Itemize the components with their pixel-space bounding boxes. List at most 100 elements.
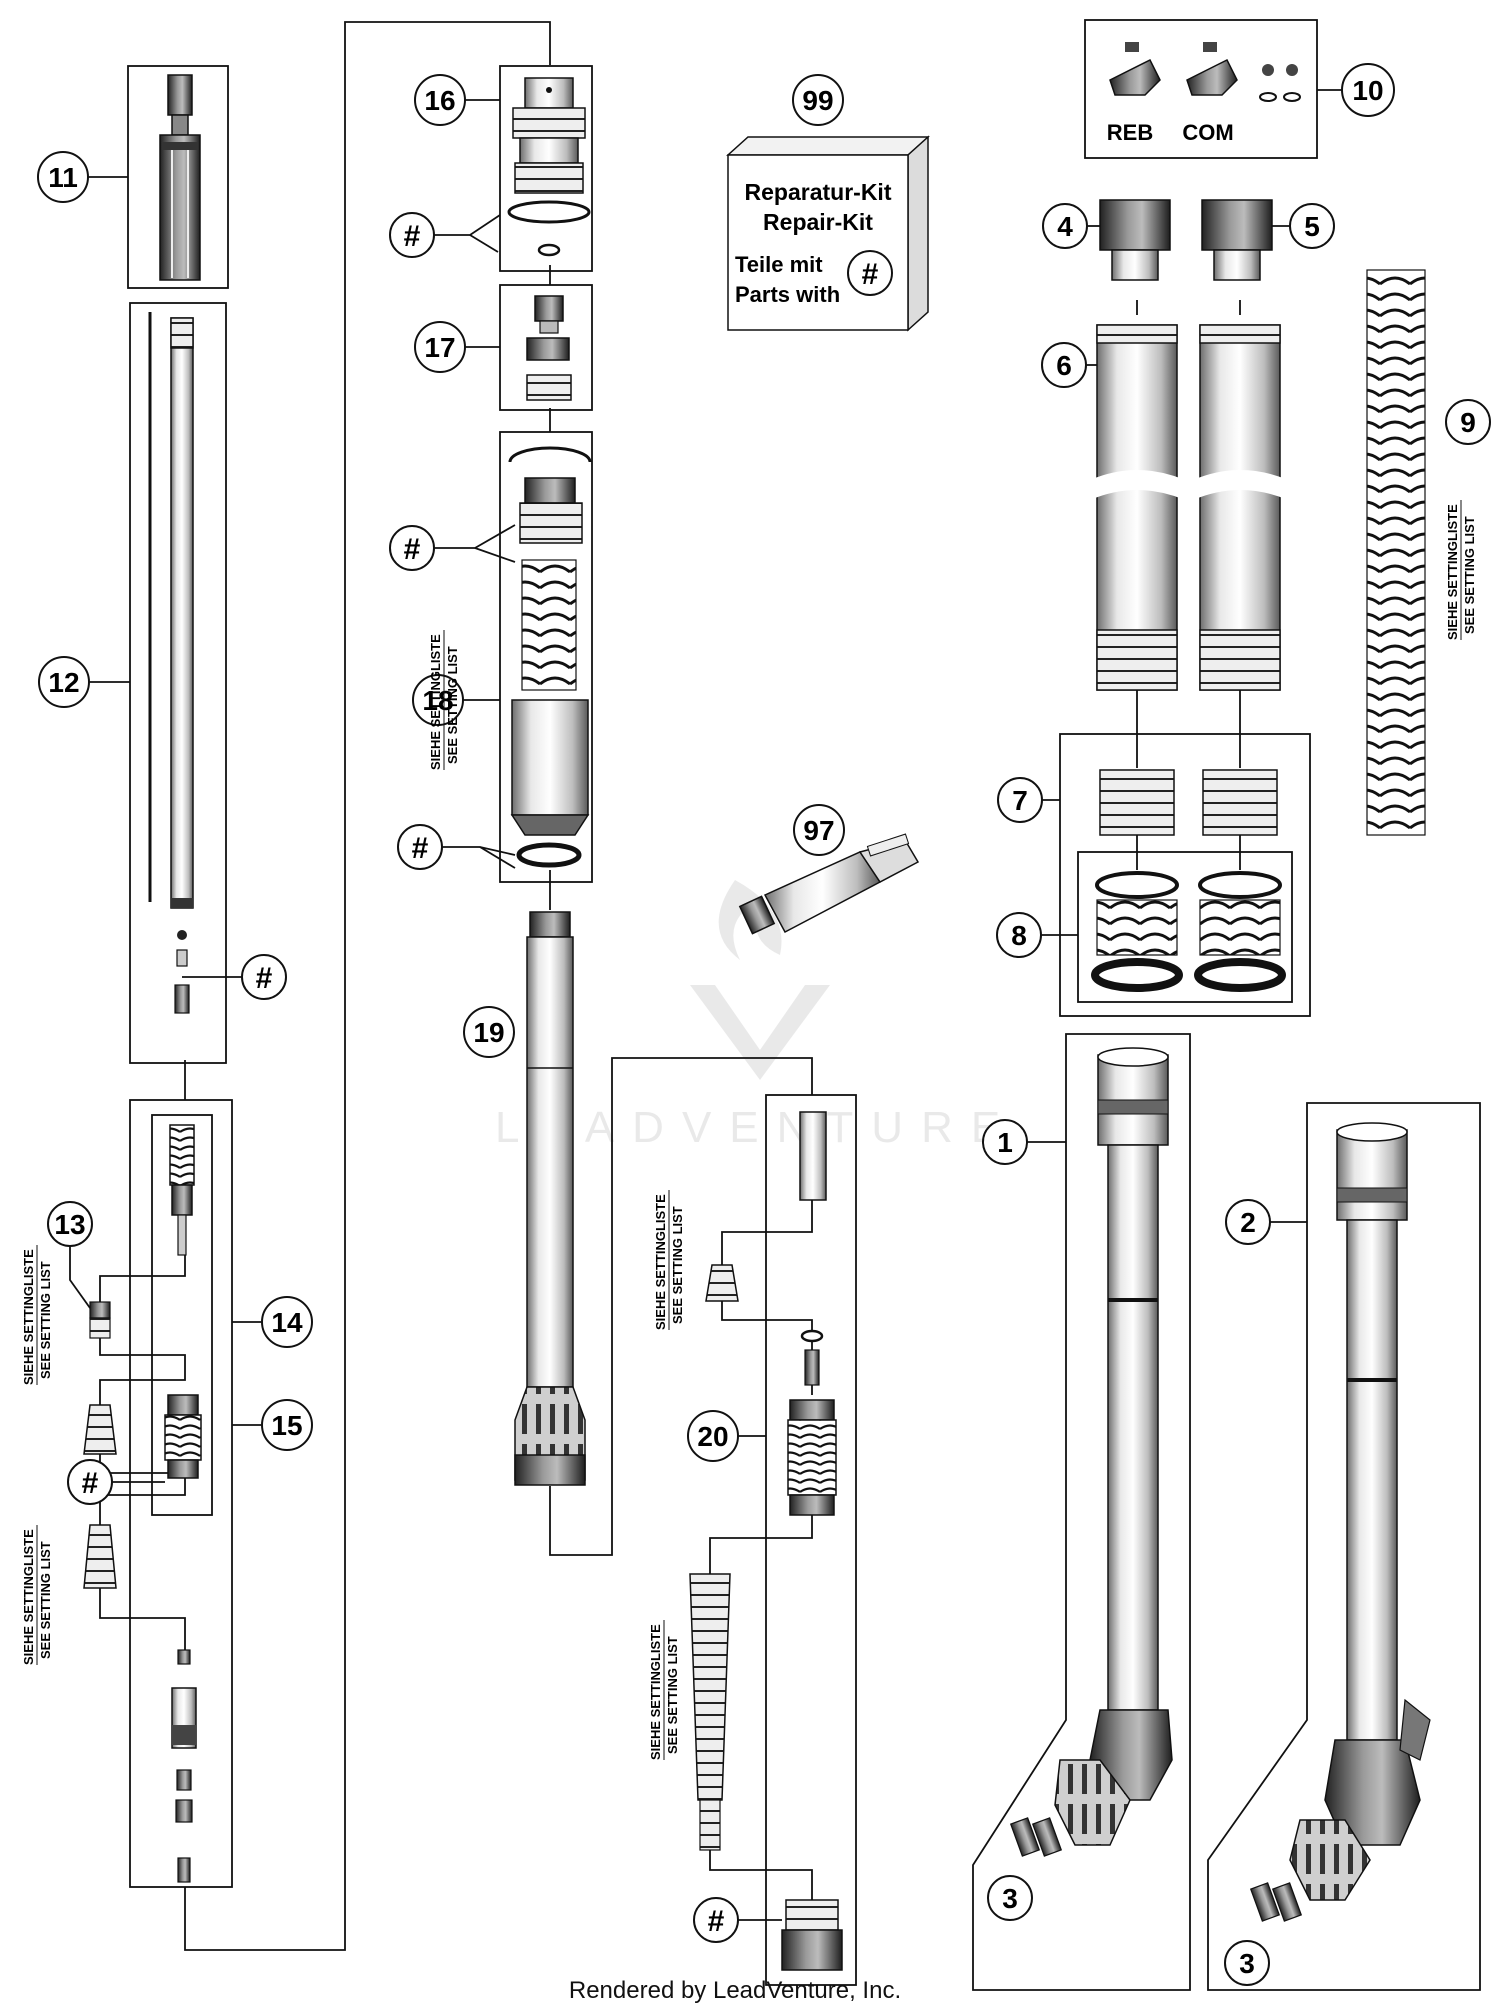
callout-97: 97 xyxy=(793,804,845,856)
hash-label: # xyxy=(82,1467,99,1500)
callout-99: 99 xyxy=(792,74,844,126)
callout-13: 13 xyxy=(47,1201,93,1247)
hash-callout-3: # xyxy=(389,525,435,571)
callout-3b-label: 3 xyxy=(1239,1948,1255,1979)
frame-part-20 xyxy=(765,1094,857,1986)
setting-list-notes: SIEHE SETTINGLISTE SEE SETTING LIST SIEH… xyxy=(21,500,1477,1760)
setting-note-line2: SEE SETTING LIST xyxy=(38,1541,53,1659)
leader-lines xyxy=(69,89,1342,1921)
part-99-repair-kit-box: Reparatur-Kit Repair-Kit Teile mit Parts… xyxy=(726,135,930,332)
setting-note-line1: SIEHE SETTINGLISTE xyxy=(1445,504,1460,640)
setting-note-9: SIEHE SETTINGLISTE SEE SETTING LIST xyxy=(1445,500,1477,640)
callout-13-label: 13 xyxy=(54,1209,85,1240)
hash-callout-2: # xyxy=(389,212,435,258)
callout-6-label: 6 xyxy=(1056,350,1072,381)
callout-8: 8 xyxy=(996,912,1042,958)
part-7-8-bushings-seals xyxy=(1091,769,1286,992)
callout-18-label: 18 xyxy=(422,685,453,716)
kit-hash-symbol: # xyxy=(862,258,879,291)
hash-label: # xyxy=(404,220,421,253)
setting-note-line2: SEE SETTING LIST xyxy=(38,1261,53,1379)
callout-6: 6 xyxy=(1041,342,1087,388)
part-9-fork-spring xyxy=(1366,269,1426,836)
callout-19-label: 19 xyxy=(473,1017,504,1048)
hash-callout-5: # xyxy=(67,1459,113,1505)
setting-note-line2: SEE SETTING LIST xyxy=(445,646,460,764)
setting-note-13: SIEHE SETTINGLISTE SEE SETTING LIST xyxy=(21,1245,53,1385)
part-4-5-screw-caps xyxy=(1099,199,1273,281)
setting-note-20-upper: SIEHE SETTINGLISTE SEE SETTING LIST xyxy=(653,1190,685,1330)
part-20-base-valve xyxy=(689,1111,843,1971)
frame-part-18 xyxy=(499,431,593,883)
callout-99-label: 99 xyxy=(802,85,833,116)
frame-part-16 xyxy=(499,65,593,272)
callout-9: 9 xyxy=(1445,399,1491,445)
setting-note-line1: SIEHE SETTINGLISTE xyxy=(653,1194,668,1330)
setting-note-lower-left: SIEHE SETTINGLISTE SEE SETTING LIST xyxy=(21,1525,53,1665)
kit-line-2: Repair-Kit xyxy=(763,209,873,235)
part-97-grease-tube xyxy=(738,833,920,935)
part-13-shim xyxy=(89,1301,111,1319)
hash-callout-1: # xyxy=(241,954,287,1000)
part-12-damper-rod xyxy=(148,312,194,1014)
part-17-valve-assembly xyxy=(526,295,572,401)
callout-8-label: 8 xyxy=(1011,920,1027,951)
callout-3a: 3 xyxy=(987,1875,1033,1921)
setting-note-line1: SIEHE SETTINGLISTE xyxy=(21,1249,36,1385)
callout-20-label: 20 xyxy=(697,1421,728,1452)
setting-note-20-lower: SIEHE SETTINGLISTE SEE SETTING LIST xyxy=(648,1620,680,1760)
part-2-fork-leg-right xyxy=(1249,1122,1431,1922)
callout-12-label: 12 xyxy=(48,667,79,698)
callout-10: 10 xyxy=(1341,63,1395,117)
callout-3a-label: 3 xyxy=(1002,1883,1018,1914)
hash-callout-6: # xyxy=(693,1897,739,1943)
callout-15-label: 15 xyxy=(271,1410,302,1441)
part-16-top-cap xyxy=(507,77,591,257)
callout-3b: 3 xyxy=(1224,1940,1270,1986)
adjuster-label-com: COM xyxy=(1182,120,1233,145)
callout-2-label: 2 xyxy=(1240,1207,1256,1238)
setting-note-line2: SEE SETTING LIST xyxy=(665,1636,680,1754)
callout-2: 2 xyxy=(1225,1199,1271,1245)
setting-note-line2: SEE SETTING LIST xyxy=(670,1206,685,1324)
setting-note-line1: SIEHE SETTINGLISTE xyxy=(648,1624,663,1760)
callout-14: 14 xyxy=(261,1296,313,1348)
callout-97-label: 97 xyxy=(803,815,834,846)
watermark-text: LEADVENTURE xyxy=(495,1103,1018,1152)
callout-15: 15 xyxy=(261,1399,313,1451)
frame-part-12 xyxy=(129,302,227,1064)
part-18-spring-damper xyxy=(508,446,592,868)
part-1-fork-leg-left xyxy=(1009,1047,1173,1857)
frame-part-1 xyxy=(972,1033,1191,1991)
callout-17-label: 17 xyxy=(424,332,455,363)
setting-note-line1: SIEHE SETTINGLISTE xyxy=(428,634,443,770)
callout-19: 19 xyxy=(463,1006,515,1058)
part-14-15-valve xyxy=(83,1124,202,1883)
callout-14-label: 14 xyxy=(271,1307,303,1338)
footer-credit: Rendered by LeadVenture, Inc. xyxy=(569,1977,901,2004)
callout-7: 7 xyxy=(997,777,1043,823)
callout-11: 11 xyxy=(37,151,89,203)
hash-label: # xyxy=(708,1905,725,1938)
group-frames xyxy=(127,19,1481,1991)
callout-18: 18 xyxy=(412,674,464,726)
hash-label: # xyxy=(256,962,273,995)
part-6-outer-tubes xyxy=(1090,324,1288,691)
callout-16: 16 xyxy=(414,74,466,126)
callouts: 1 2 3 3 4 5 6 7 8 9 10 11 12 13 14 15 16… xyxy=(37,63,1491,1986)
frame-part-8 xyxy=(1077,851,1293,1003)
frame-part-2 xyxy=(1207,1102,1481,1991)
hash-callouts: # # # # # # xyxy=(67,212,739,1943)
callout-1-label: 1 xyxy=(997,1127,1013,1158)
part-19-cartridge-tube xyxy=(514,911,586,1486)
frame-part-10 xyxy=(1084,19,1318,159)
callout-12: 12 xyxy=(38,656,90,708)
callout-11-label: 11 xyxy=(48,162,78,193)
callout-16-label: 16 xyxy=(424,85,455,116)
frame-part-14 xyxy=(151,1114,213,1516)
setting-note-18: SIEHE SETTINGLISTE SEE SETTING LIST xyxy=(428,630,460,770)
hash-label: # xyxy=(412,832,429,865)
kit-line-4: Parts with xyxy=(735,282,840,307)
callout-10-label: 10 xyxy=(1352,75,1383,106)
